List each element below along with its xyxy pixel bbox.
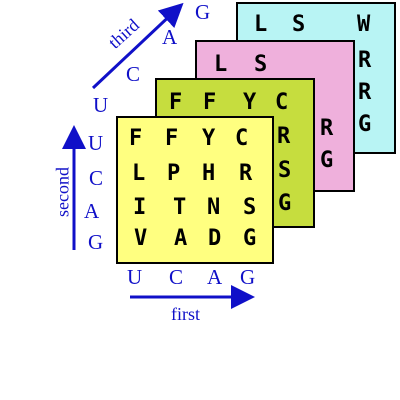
amino-acid-cell: V [134, 226, 148, 251]
first-nucleotide-g: G [240, 265, 256, 289]
first-nucleotide-c: C [169, 265, 184, 289]
amino-acid-cell: S [278, 158, 292, 183]
amino-acid-cell: F [169, 90, 183, 115]
amino-acid-cell: L [132, 161, 146, 186]
first-axis-title: first [171, 304, 200, 324]
amino-acid-cell: G [243, 226, 257, 251]
amino-acid-cell: G [320, 148, 334, 173]
amino-acid-cell: W [357, 12, 371, 37]
second-nucleotide-g: G [88, 230, 104, 254]
amino-acid-cell: I [133, 195, 147, 220]
second-nucleotide-a: A [84, 199, 100, 223]
amino-acid-cell: L [214, 52, 228, 77]
amino-acid-cell: R [358, 80, 372, 105]
amino-acid-cell: Y [243, 90, 257, 115]
third-axis-arrow [91, 2, 184, 90]
amino-acid-cell: P [167, 161, 181, 186]
amino-acid-cell: T [173, 195, 187, 220]
amino-acid-cell: S [254, 52, 268, 77]
amino-acid-cell: F [203, 90, 217, 115]
third-nucleotide-g: G [195, 0, 211, 24]
amino-acid-cell: H [202, 161, 216, 186]
first-nucleotide-u: U [127, 265, 143, 289]
amino-acid-cell: Y [202, 126, 216, 151]
amino-acid-cell: R [239, 161, 253, 186]
amino-acid-cell: S [292, 12, 306, 37]
second-axis-title: second [52, 167, 73, 217]
first-nucleotide-a: A [207, 265, 223, 289]
amino-acid-cell: R [277, 124, 291, 149]
second-nucleotide-c: C [89, 166, 104, 190]
amino-acid-cell: C [275, 90, 289, 115]
amino-acid-cell: F [129, 126, 143, 151]
third-nucleotide-c: C [126, 62, 141, 86]
amino-acid-cell: F [165, 126, 179, 151]
amino-acid-cell: D [208, 226, 222, 251]
amino-acid-cell: R [320, 116, 334, 141]
amino-acid-cell: R [358, 48, 372, 73]
amino-acid-cell: A [174, 226, 188, 251]
amino-acid-cell: S [243, 195, 257, 220]
amino-acid-cell: L [254, 12, 268, 37]
amino-acid-cell: C [235, 126, 249, 151]
second-nucleotide-u: U [88, 131, 104, 155]
amino-acid-cell: N [207, 195, 221, 220]
amino-acid-cell: G [358, 112, 372, 137]
third-nucleotide-u: U [93, 93, 109, 117]
layer-third-u: F F Y C L P H R I T N S V A D G [116, 116, 274, 264]
amino-acid-cell: G [278, 191, 292, 216]
third-nucleotide-a: A [162, 25, 178, 49]
